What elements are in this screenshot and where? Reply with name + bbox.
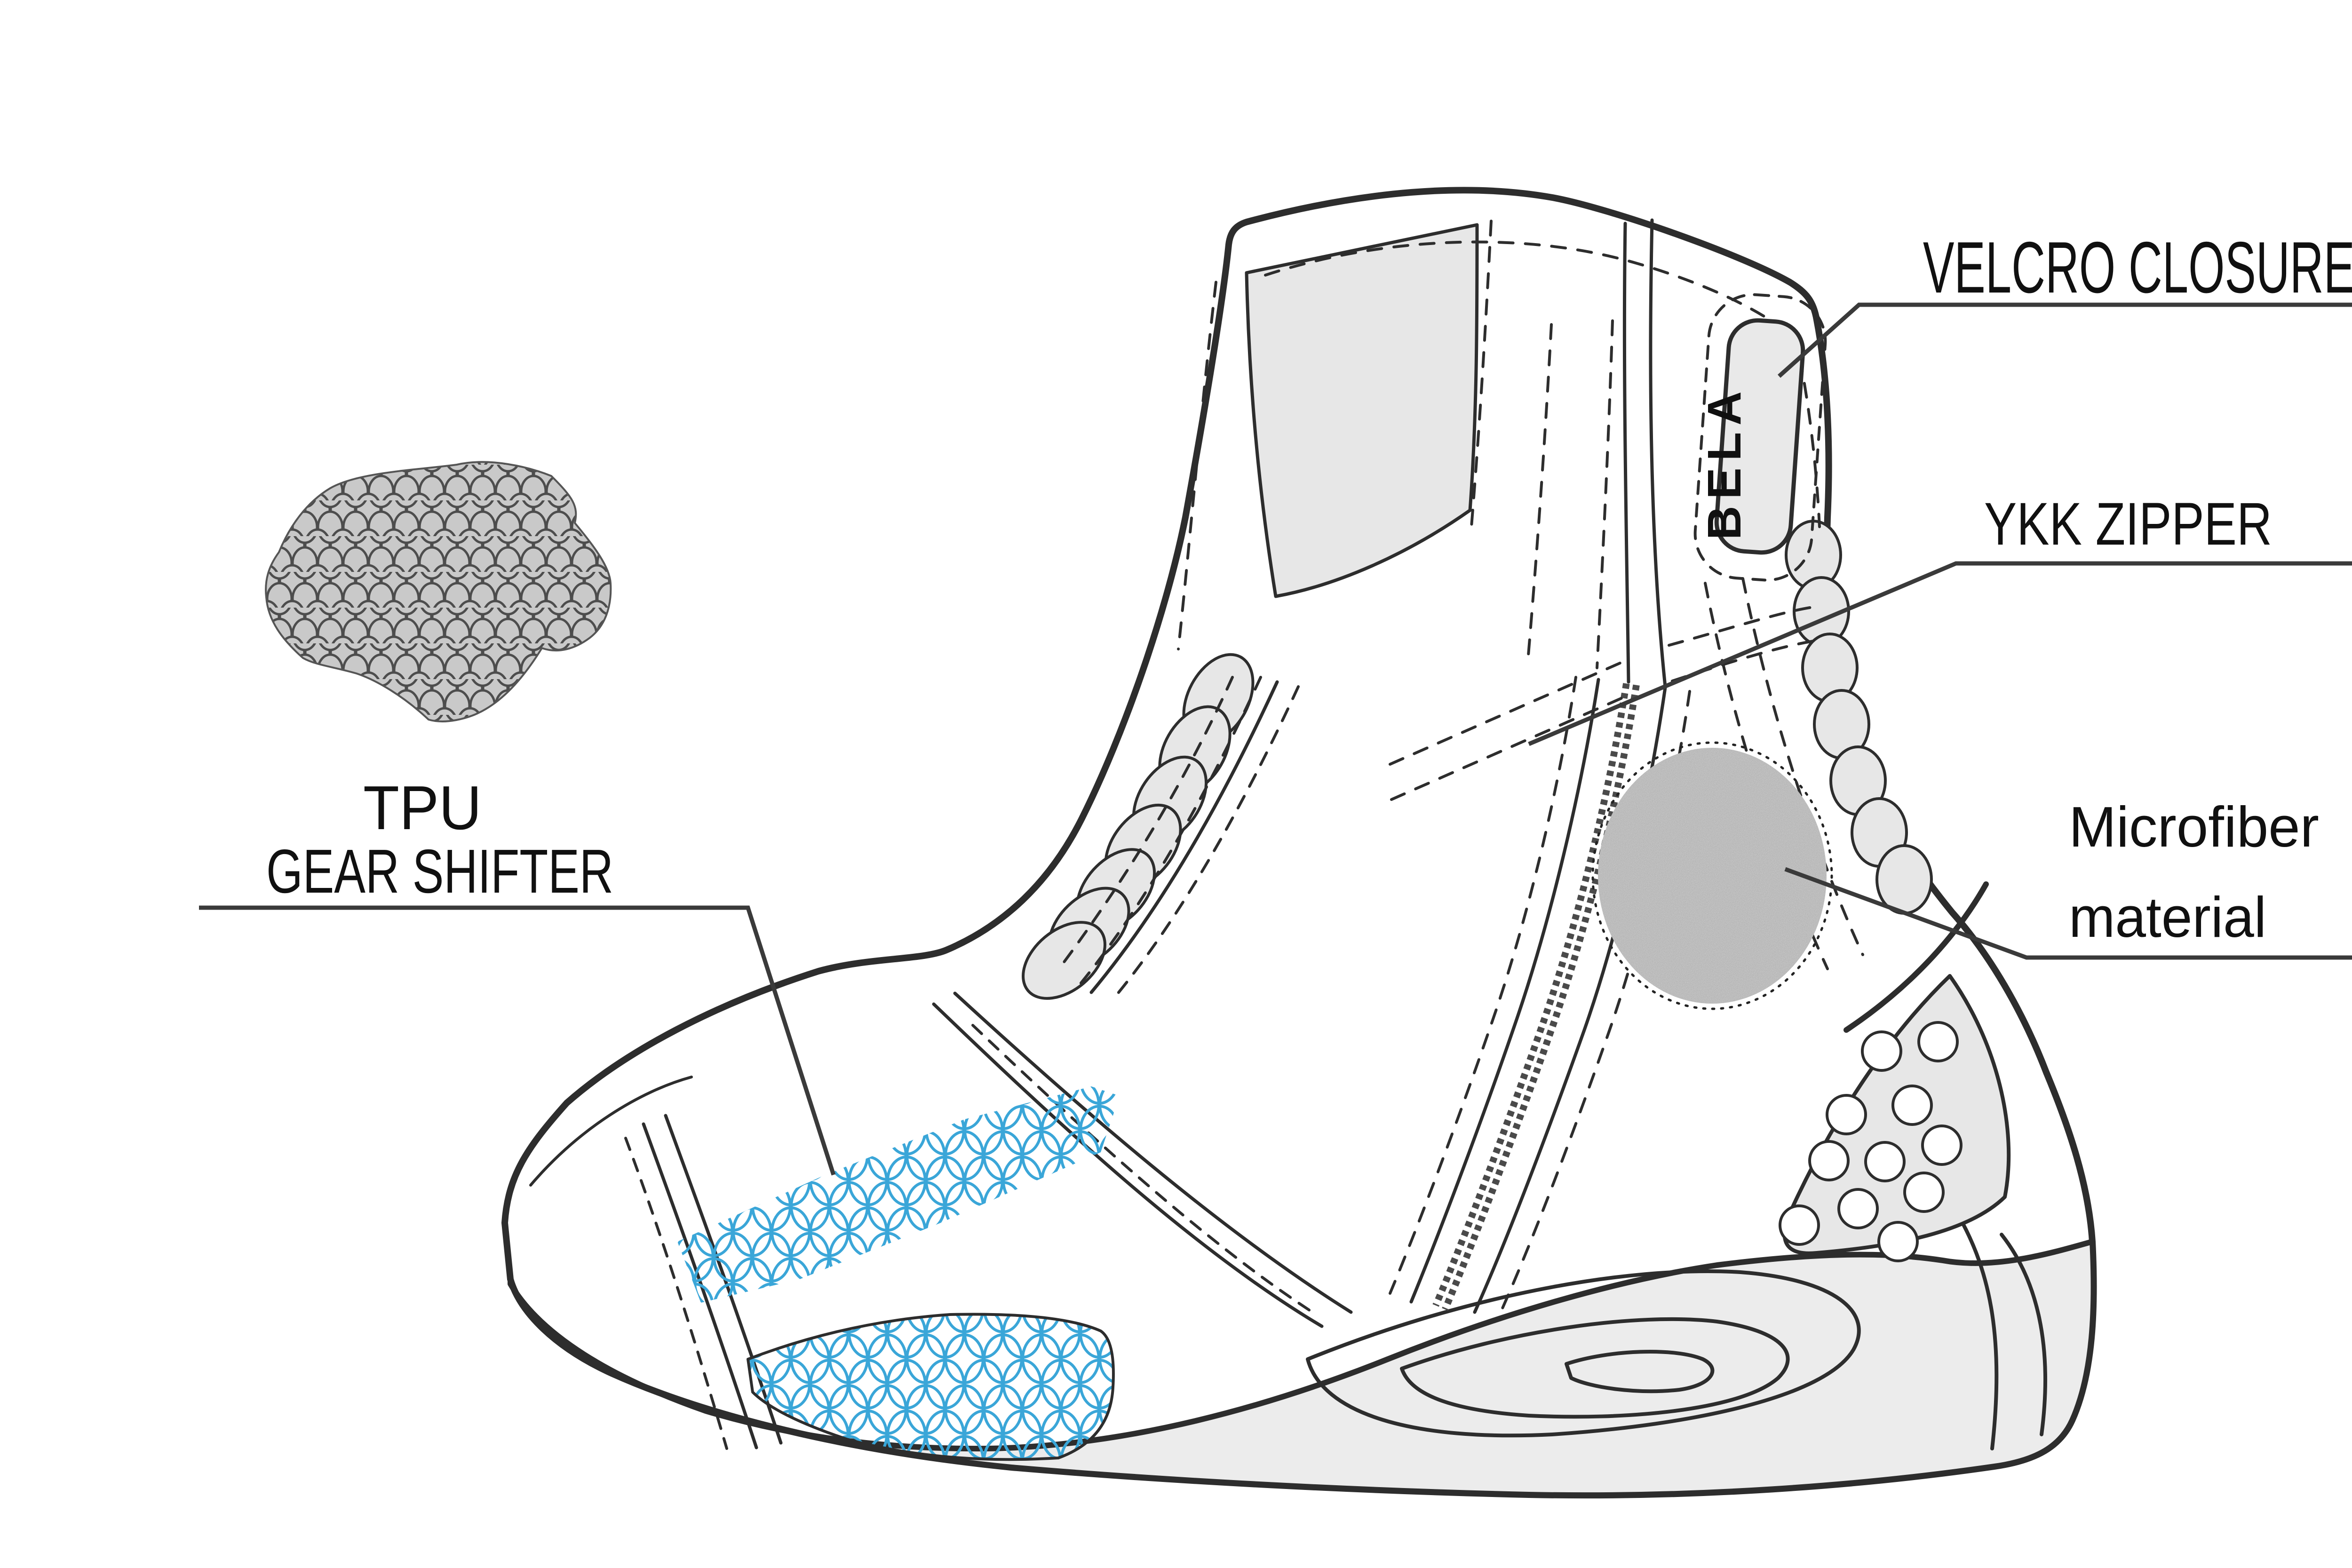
microfiber-label-line1: Microfiber — [2069, 795, 2319, 859]
velcro-label: VELCRO CLOSURE — [1923, 227, 2352, 308]
ykk-label: YKK ZIPPER — [1984, 491, 2272, 558]
callouts — [199, 302, 2352, 1176]
perforated-heel-panel — [1779, 974, 2011, 1262]
microfiber-circle — [1591, 741, 1833, 1010]
tpu-label-line1: TPU — [363, 773, 482, 842]
brand-logo-text: BELA — [1698, 385, 1751, 540]
heel-tread-lines — [1306, 1203, 2047, 1450]
callout-labels: VELCRO CLOSURE YKK ZIPPER Microfiber mat… — [266, 227, 2352, 949]
microfiber-leader-line — [1784, 867, 2352, 960]
tpu-label-line2: GEAR SHIFTER — [266, 837, 613, 906]
brand-velcro-patch: BELA — [1693, 293, 1827, 582]
tpu-leader-line — [199, 905, 836, 1176]
velcro-leader-line — [1778, 302, 2352, 378]
microfiber-label-line2: material — [2069, 885, 2266, 949]
toe-mesh-panel — [747, 1313, 1115, 1461]
instep-strap — [932, 991, 1353, 1328]
heel-vent-holes — [1779, 1021, 1963, 1262]
vamp-mesh-panel — [677, 1086, 1120, 1303]
tpu-material-swatch — [265, 461, 612, 722]
heel-cup-seam — [1843, 881, 1989, 1033]
shin-panel — [1245, 223, 1479, 598]
boot-illustration: BELA — [501, 187, 2097, 1499]
ykk-leader-line — [1528, 561, 2352, 746]
